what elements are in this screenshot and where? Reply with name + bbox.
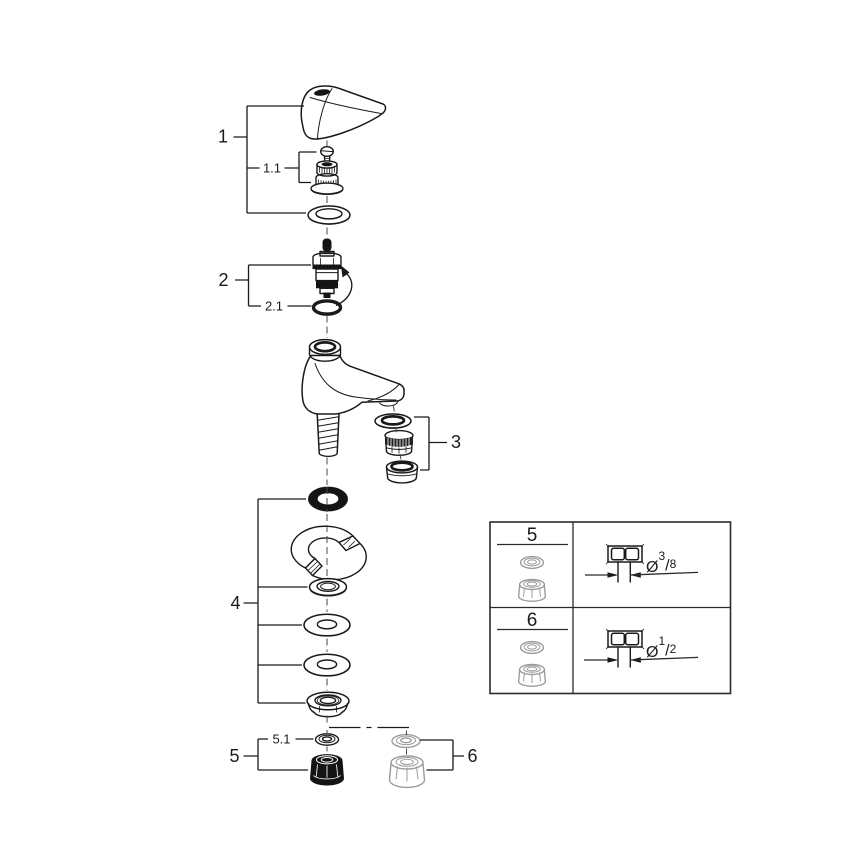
union-nut-front-icon — [605, 628, 645, 650]
flat-washer-2 — [303, 653, 351, 677]
callout-3-label: 3 — [451, 432, 461, 452]
coupling-nut-5 — [310, 754, 344, 786]
callout-1-1: 1.1 — [247, 151, 317, 184]
callout-6: 6 — [420, 739, 478, 771]
coupling-nut-6 — [388, 755, 426, 789]
dimension-arrows — [585, 571, 699, 578]
legend-ref-5: 5 — [527, 525, 538, 546]
washer-icon — [519, 640, 545, 655]
center-lines — [326, 140, 407, 755]
callout-2: 2 — [218, 264, 311, 307]
callout-2-label: 2 — [218, 270, 228, 290]
aerator-insert — [384, 429, 414, 457]
flat-washer-1 — [303, 613, 351, 637]
aerator-washer — [374, 413, 412, 429]
callout-5: 5 — [229, 738, 314, 771]
aerator-shell — [385, 460, 419, 484]
washer-icon — [519, 555, 545, 570]
thread-size-diagram-1-2: Ø1/2 — [584, 628, 699, 668]
legend-row-6: 6 — [497, 610, 699, 688]
trim-ring — [307, 205, 351, 225]
legend-ref-6: 6 — [527, 610, 538, 631]
hose-barb-shank — [316, 413, 340, 458]
faucet-body — [301, 338, 405, 415]
pipe-icon — [617, 646, 631, 668]
legend-table: 5 — [489, 521, 732, 695]
pipe-icon — [617, 561, 631, 583]
mounting-flange-nut — [306, 691, 350, 718]
callout-3: 3 — [414, 416, 461, 471]
callout-5-1-label: 5.1 — [272, 732, 290, 747]
flanged-washer — [308, 577, 348, 597]
lever-handle — [300, 85, 387, 140]
diameter-label-3-8: Ø3/8 — [646, 549, 677, 576]
callout-6-label: 6 — [467, 746, 477, 766]
callout-1-label: 1 — [218, 127, 228, 147]
callout-2-1: 2.1 — [265, 299, 312, 314]
nut-icon — [517, 663, 547, 688]
callout-1: 1 — [218, 105, 306, 214]
base-o-ring — [308, 486, 348, 512]
cartridge-o-ring — [311, 299, 343, 316]
legend-row-5: 5 — [497, 525, 699, 603]
washer-6 — [391, 733, 421, 749]
callout-2-1-label: 2.1 — [265, 299, 283, 314]
mounting-horseshoe-bracket — [290, 525, 367, 581]
cartridge — [312, 238, 342, 298]
diameter-label-1-2: Ø1/2 — [646, 634, 677, 661]
callout-5-1: 5.1 — [272, 732, 290, 747]
callout-5-label: 5 — [229, 746, 239, 766]
callout-4-label: 4 — [230, 593, 240, 613]
callout-4: 4 — [230, 498, 308, 704]
thread-size-diagram-3-8: Ø3/8 — [585, 543, 699, 583]
nut-icon — [517, 578, 547, 603]
washer-5-1 — [314, 733, 340, 746]
handle-indicator-icon — [314, 89, 330, 96]
callout-1-1-label: 1.1 — [263, 161, 281, 176]
dimension-arrows — [584, 656, 699, 663]
cartridge-adapter — [310, 160, 344, 196]
union-nut-front-icon — [605, 543, 645, 565]
